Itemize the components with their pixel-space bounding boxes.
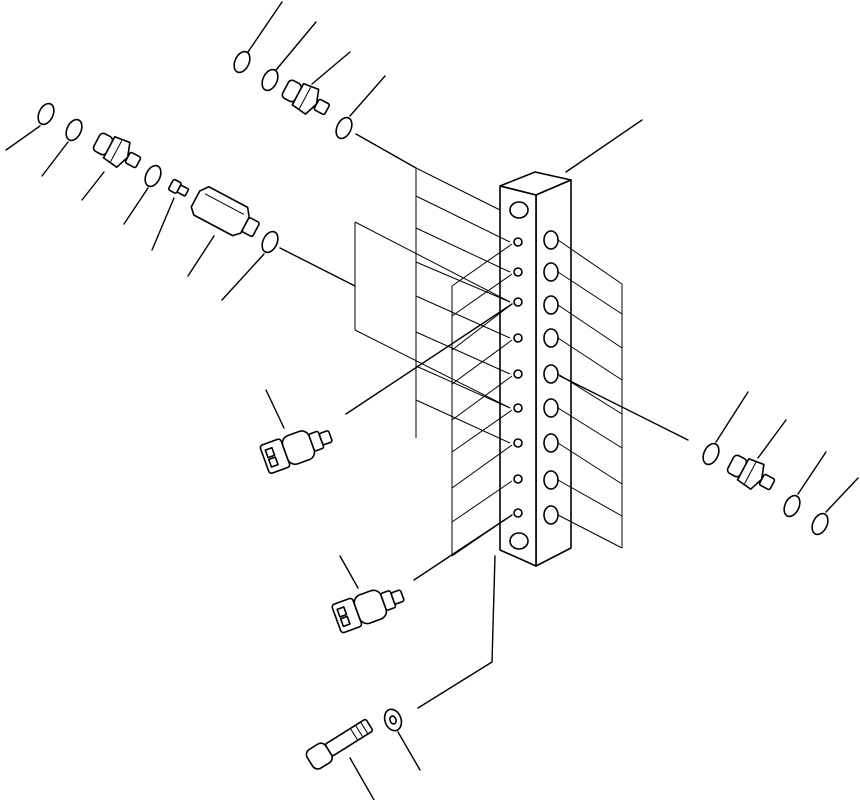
o-ring <box>144 164 162 188</box>
leader-manifold <box>565 119 643 173</box>
pressure-switch-top-group <box>233 1 417 169</box>
manifold-left-holes <box>509 201 529 550</box>
o-ring <box>811 512 829 536</box>
o-ring <box>261 230 279 254</box>
washer <box>383 708 421 771</box>
o-ring <box>37 102 55 126</box>
pressure-switch-top <box>281 79 330 116</box>
sensor-body-upper-left <box>190 185 260 238</box>
projection-lines <box>354 167 623 709</box>
o-ring <box>335 116 353 140</box>
sensor-with-connector <box>331 514 513 634</box>
o-ring <box>261 68 279 92</box>
o-ring <box>783 494 801 518</box>
manifold-block <box>499 119 643 567</box>
o-ring <box>702 442 720 466</box>
mounting-bolt <box>305 718 375 800</box>
pressure-switch-right <box>726 454 776 491</box>
pressure-switch-right-group <box>559 375 859 536</box>
pressure-switch-upper-left-group <box>5 102 356 301</box>
manifold-right-holes <box>543 230 559 525</box>
sensor-with-connector <box>259 303 513 474</box>
o-ring <box>233 50 251 74</box>
small-adapter <box>168 178 190 197</box>
o-ring <box>65 118 83 142</box>
pressure-switch-upper-left <box>92 132 142 169</box>
